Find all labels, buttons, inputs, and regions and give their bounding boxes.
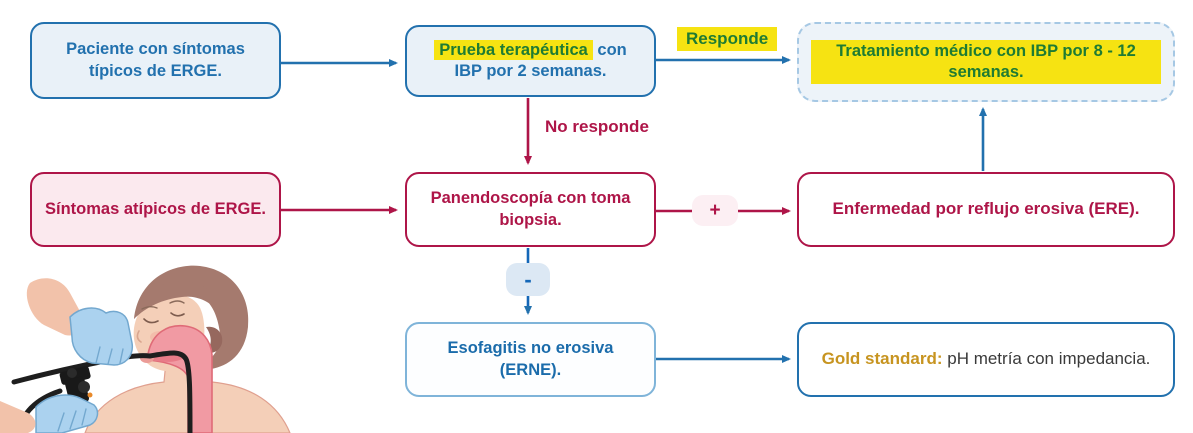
box-ere-text: Enfermedad por reflujo erosiva (ERE). <box>832 199 1140 219</box>
box-sintomas-text: Síntomas atípicos de ERGE. <box>45 199 266 218</box>
gold-standard-rest: pH metría con impedancia. <box>947 349 1151 369</box>
box-erne: Esofagitis no erosiva (ERNE). <box>405 322 656 397</box>
gloved-hand-upper <box>69 307 134 366</box>
box-gold-standard: Gold standard: pH metría con impedancia. <box>797 322 1175 397</box>
eyebrow-right <box>169 300 185 304</box>
doctor-arm-lower <box>0 401 36 433</box>
eyebrow-left <box>141 306 158 310</box>
box-gold-text: Gold standard: pH metría con impedancia. <box>822 348 1151 370</box>
box-sintomas-atipicos: Síntomas atípicos de ERGE. <box>30 172 281 247</box>
box-tratamiento-medico: Tratamiento médico con IBP por 8 - 12 se… <box>797 22 1175 102</box>
endoscopy-illustration <box>0 265 291 433</box>
patient-hair-front <box>134 281 220 319</box>
prueba-highlight: Prueba terapéutica <box>434 39 593 60</box>
patient-nose <box>136 330 142 343</box>
box-panendoscopia: Panendoscopía con toma biopsia. <box>405 172 656 247</box>
box-paciente-sintomas-tipicos: Paciente con síntomas típicos de ERGE. <box>30 22 281 99</box>
gold-standard-highlight: Gold standard: <box>821 349 943 369</box>
tratamiento-text: Tratamiento médico con IBP por 8 - 12 se… <box>811 39 1161 85</box>
box-prueba-terapeutica: Prueba terapéutica con IBP por 2 semanas… <box>405 25 656 97</box>
box-paciente-text: Paciente con síntomas típicos de ERGE. <box>66 40 245 80</box>
doctor-arm-upper <box>26 278 84 336</box>
box-erne-text: Esofagitis no erosiva (ERNE). <box>447 339 614 379</box>
label-responde: Responde <box>677 27 778 51</box>
negative-result-badge: - <box>506 263 550 296</box>
glove-finger-lines <box>95 346 124 365</box>
box-panendoscopia-text: Panendoscopía con toma biopsia. <box>430 189 631 229</box>
prueba-rest: con IBP por 2 semanas. <box>454 40 627 80</box>
positive-result-badge: + <box>692 195 738 226</box>
box-prueba-text: Prueba terapéutica con IBP por 2 semanas… <box>419 39 642 83</box>
closed-eye-right <box>170 312 185 317</box>
patient-ear <box>205 326 223 353</box>
glove-lower-fingers <box>57 408 87 432</box>
closed-eye-left <box>143 318 159 324</box>
label-no-responde: No responde <box>545 117 649 136</box>
box-ere: Enfermedad por reflujo erosiva (ERE). <box>797 172 1175 247</box>
endoscope-tube <box>11 350 193 433</box>
